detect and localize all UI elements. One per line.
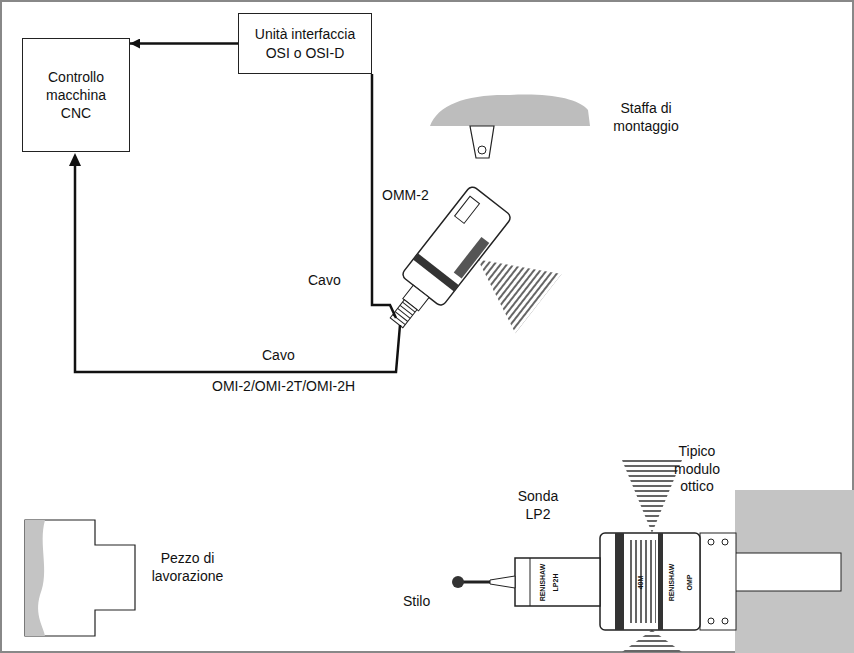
cable-label: Cavo — [262, 347, 295, 365]
box-label: Controllo macchina CNC — [31, 68, 121, 123]
signal-arrow — [130, 42, 238, 45]
part-label: Tipico modulo ottico — [666, 443, 728, 496]
part-label: Pezzo di lavorazione — [140, 550, 235, 585]
brand-mark: RENISHAW — [668, 563, 675, 601]
model-mark: LP2H — [553, 573, 560, 591]
cable-label: OMI-2/OMI-2T/OMI-2H — [212, 378, 355, 396]
mounting-surface — [430, 95, 590, 126]
stylus-ball — [452, 576, 464, 588]
part-label: Sonda LP2 — [512, 488, 564, 523]
cable-label: Cavo — [308, 272, 341, 290]
mount-flange — [700, 533, 736, 630]
brand-mark: RENISHAW — [539, 563, 546, 601]
box-label: Unità interfaccia OSI o OSI-D — [247, 25, 363, 61]
arrow-head — [69, 153, 81, 166]
optical-beam — [622, 630, 682, 652]
cnc-box: Controllo macchina CNC — [22, 38, 130, 152]
bracket-hole — [478, 146, 486, 154]
cable — [75, 160, 400, 372]
workpiece-section — [25, 520, 45, 636]
model-mark: OMP — [686, 574, 693, 590]
optical-module — [600, 533, 700, 630]
model-mark: 40M — [638, 575, 645, 589]
workpiece — [25, 520, 135, 636]
spindle — [735, 490, 854, 653]
optical-beam — [622, 460, 682, 533]
part-label: OMM-2 — [382, 187, 429, 205]
probe-body — [515, 558, 600, 606]
omm2-unit — [376, 185, 571, 385]
spindle-slot — [735, 553, 841, 591]
stylus — [490, 576, 515, 588]
part-label: Staffa di montaggio — [596, 100, 696, 135]
part-label: Stilo — [403, 593, 430, 611]
bracket — [470, 126, 494, 158]
interface-box: Unità interfaccia OSI o OSI-D — [238, 13, 372, 74]
